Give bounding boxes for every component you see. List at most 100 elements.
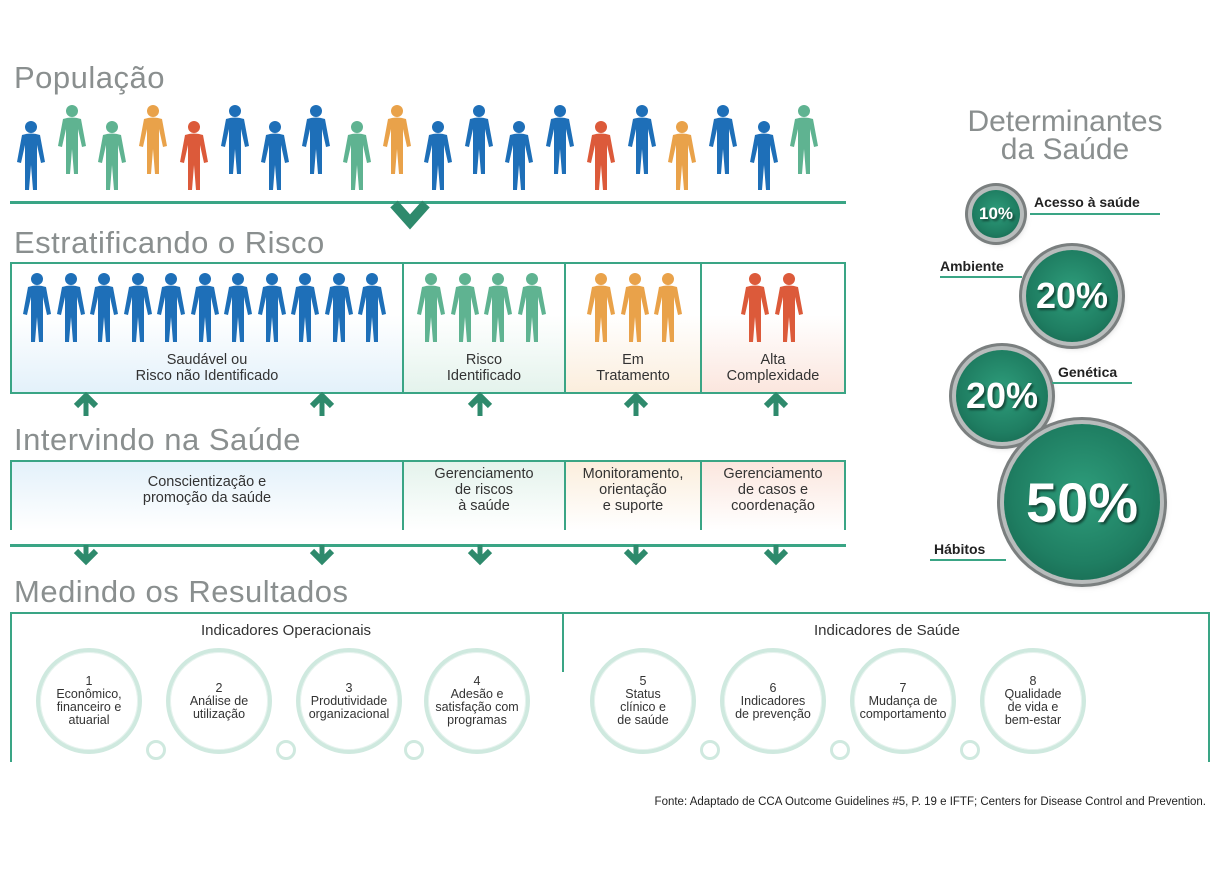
indicator-circle-6: 6 Indicadores de prevenção [720, 648, 826, 754]
results-box [10, 612, 1210, 762]
person-icon [667, 120, 697, 197]
section-title-intervindo: Intervindo na Saúde [14, 422, 301, 457]
person-icon [89, 272, 119, 349]
intervention-cell-4: Gerenciamento de casos e coordenação [700, 462, 844, 530]
results-divider [562, 612, 564, 672]
person-icon [627, 104, 657, 181]
person-icon [190, 272, 220, 349]
intervention-label-2: Gerenciamento de riscos à saúde [434, 466, 534, 514]
down-arrow-icon [622, 545, 650, 578]
up-arrow-icon [72, 391, 100, 425]
indicator-dot-7 [960, 740, 980, 760]
person-icon [220, 104, 250, 181]
determinant-badge-genetica: 20% [956, 350, 1048, 442]
up-arrow-icon [466, 391, 494, 425]
health-indicators-title: Indicadores de Saúde [814, 622, 960, 639]
determinant-underline-habitos [930, 559, 1006, 561]
person-icon [123, 272, 153, 349]
person-icon [586, 272, 616, 349]
indicator-circle-8: 8 Qualidade de vida e bem-estar [980, 648, 1086, 754]
indicator-circle-7: 7 Mudança de comportamento [850, 648, 956, 754]
up-arrow-icon [622, 391, 650, 425]
determinants-title: Determinantes da Saúde [967, 105, 1163, 166]
intervention-label-3: Monitoramento, orientação e suporte [582, 466, 684, 514]
person-icon [156, 272, 186, 349]
population-divider [10, 201, 846, 204]
person-icon [301, 104, 331, 181]
determinant-badge-acesso: 10% [972, 190, 1020, 238]
indicator-circle-3: 3 Produtividade organizacional [296, 648, 402, 754]
risk-label-identificado: Risco Identificado [446, 352, 522, 384]
down-arrow-icon [72, 545, 100, 578]
indicator-circle-2: 2 Análise de utilização [166, 648, 272, 754]
operational-indicators-title: Indicadores Operacionais [200, 622, 372, 639]
section-title-medindo: Medindo os Resultados [14, 574, 349, 609]
person-icon [483, 272, 513, 349]
up-arrow-icon [762, 391, 790, 425]
person-icon [179, 120, 209, 197]
person-icon [357, 272, 387, 349]
down-arrow-icon [466, 545, 494, 578]
up-arrow-icon [308, 391, 336, 425]
risk-cell-identificado: Risco Identificado [402, 264, 564, 392]
determinant-label-acesso: Acesso à saúde [1034, 194, 1140, 210]
risk-label-alta: Alta Complexidade [726, 352, 820, 384]
person-icon [450, 272, 480, 349]
person-icon [586, 120, 616, 197]
indicator-dot-2 [276, 740, 296, 760]
person-icon [57, 104, 87, 181]
determinant-underline-ambiente [940, 276, 1022, 278]
determinant-underline-genetica [1052, 382, 1132, 384]
person-icon [138, 104, 168, 181]
person-icon [708, 104, 738, 181]
intervention-divider [10, 544, 846, 547]
indicator-dot-6 [830, 740, 850, 760]
person-icon [545, 104, 575, 181]
indicator-circle-4: 4 Adesão e satisfação com programas [424, 648, 530, 754]
person-icon [620, 272, 650, 349]
indicator-circle-1: 1 Econômico, financeiro e atuarial [36, 648, 142, 754]
indicator-dot-3 [404, 740, 424, 760]
person-icon [774, 272, 804, 349]
intervention-label-1: Conscientização e promoção da saúde [142, 474, 272, 506]
person-icon [260, 120, 290, 197]
indicator-dot-1 [146, 740, 166, 760]
section-title-populacao: População [14, 60, 166, 95]
person-icon [16, 120, 46, 197]
risk-cell-tratamento: Em Tratamento [564, 264, 700, 392]
risk-box: Saudável ou Risco não Identificado Risco… [10, 262, 846, 394]
determinant-badge-habitos: 50% [1004, 424, 1160, 580]
person-icon [324, 272, 354, 349]
person-icon [223, 272, 253, 349]
indicator-dot-5 [700, 740, 720, 760]
intervention-box: Conscientização e promoção da saúde Gere… [10, 460, 846, 530]
risk-cell-alta: Alta Complexidade [700, 264, 844, 392]
person-icon [749, 120, 779, 197]
source-note: Fonte: Adaptado de CCA Outcome Guideline… [654, 796, 1206, 808]
down-arrow-icon [308, 545, 336, 578]
intervention-label-4: Gerenciamento de casos e coordenação [723, 466, 823, 514]
person-icon [342, 120, 372, 197]
person-icon [56, 272, 86, 349]
determinant-label-genetica: Genética [1058, 364, 1118, 380]
person-icon [290, 272, 320, 349]
person-icon [517, 272, 547, 349]
person-icon [416, 272, 446, 349]
risk-label-tratamento: Em Tratamento [596, 352, 670, 384]
indicator-circle-5: 5 Status clínico e de saúde [590, 648, 696, 754]
person-icon [382, 104, 412, 181]
down-arrow-icon [762, 545, 790, 578]
determinant-label-ambiente: Ambiente [940, 258, 1004, 274]
person-icon [464, 104, 494, 181]
person-icon [22, 272, 52, 349]
risk-label-saudavel: Saudável ou Risco não Identificado [135, 352, 279, 384]
determinant-underline-acesso [1030, 213, 1160, 215]
person-icon [653, 272, 683, 349]
person-icon [97, 120, 127, 197]
intervention-cell-2: Gerenciamento de riscos à saúde [402, 462, 564, 530]
intervention-cell-3: Monitoramento, orientação e suporte [564, 462, 700, 530]
person-icon [740, 272, 770, 349]
intervention-cell-1: Conscientização e promoção da saúde [12, 462, 402, 530]
person-icon [257, 272, 287, 349]
determinant-badge-ambiente: 20% [1026, 250, 1118, 342]
